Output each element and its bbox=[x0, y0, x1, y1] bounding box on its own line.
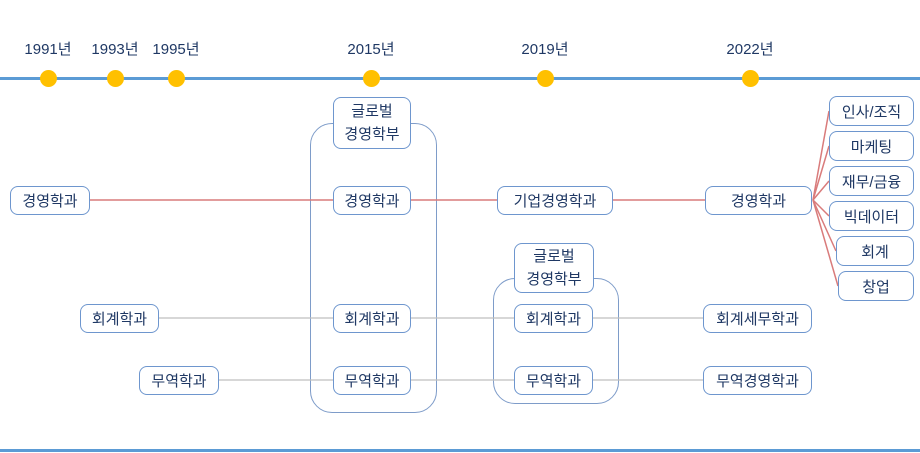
timeline-axis bbox=[0, 77, 920, 80]
year-label-2022: 2022년 bbox=[726, 41, 774, 58]
major-box-startup: 창업 bbox=[838, 271, 914, 301]
dept-box-1991-business: 경영학과 bbox=[10, 186, 90, 215]
dept-box-2015-accounting: 회계학과 bbox=[333, 304, 411, 333]
major-box-hr-organization: 인사/조직 bbox=[829, 96, 914, 126]
group-label-2015-line1: 글로벌 bbox=[351, 103, 393, 120]
year-label-2019: 2019년 bbox=[521, 41, 569, 58]
timeline-dot-2022 bbox=[742, 70, 759, 87]
dept-box-2022-business: 경영학과 bbox=[705, 186, 812, 215]
dept-box-2019-accounting: 회계학과 bbox=[514, 304, 593, 333]
timeline-dot-2015 bbox=[363, 70, 380, 87]
year-label-1993: 1993년 bbox=[91, 41, 139, 58]
group-label-2015-line2: 경영학부 bbox=[344, 126, 400, 143]
dept-box-2022-trade-business: 무역경영학과 bbox=[703, 366, 812, 395]
timeline-dot-2019 bbox=[537, 70, 554, 87]
timeline-dot-1993 bbox=[107, 70, 124, 87]
group-label-2019-line1: 글로벌 bbox=[533, 248, 575, 265]
dept-box-2015-business: 경영학과 bbox=[333, 186, 411, 215]
dept-box-2019-corporate-business: 기업경영학과 bbox=[497, 186, 613, 215]
bottom-border-line bbox=[0, 449, 920, 452]
dept-box-2022-accounting-tax: 회계세무학과 bbox=[703, 304, 812, 333]
dept-box-1995-trade: 무역학과 bbox=[139, 366, 219, 395]
timeline-dot-1995 bbox=[168, 70, 185, 87]
group-label-2019-line2: 경영학부 bbox=[526, 271, 582, 288]
group-label-2019: 글로벌 경영학부 bbox=[514, 243, 594, 293]
year-label-2015: 2015년 bbox=[347, 41, 395, 58]
year-label-1991: 1991년 bbox=[24, 41, 72, 58]
group-label-2015: 글로벌 경영학부 bbox=[333, 97, 411, 149]
major-box-finance: 재무/금융 bbox=[829, 166, 914, 196]
major-box-bigdata: 빅데이터 bbox=[829, 201, 914, 231]
dept-box-1993-accounting: 회계학과 bbox=[80, 304, 159, 333]
dept-box-2019-trade: 무역학과 bbox=[514, 366, 593, 395]
dept-box-2015-trade: 무역학과 bbox=[333, 366, 411, 395]
year-label-1995: 1995년 bbox=[152, 41, 200, 58]
major-box-accounting: 회계 bbox=[836, 236, 914, 266]
timeline-dot-1991 bbox=[40, 70, 57, 87]
major-box-marketing: 마케팅 bbox=[829, 131, 914, 161]
